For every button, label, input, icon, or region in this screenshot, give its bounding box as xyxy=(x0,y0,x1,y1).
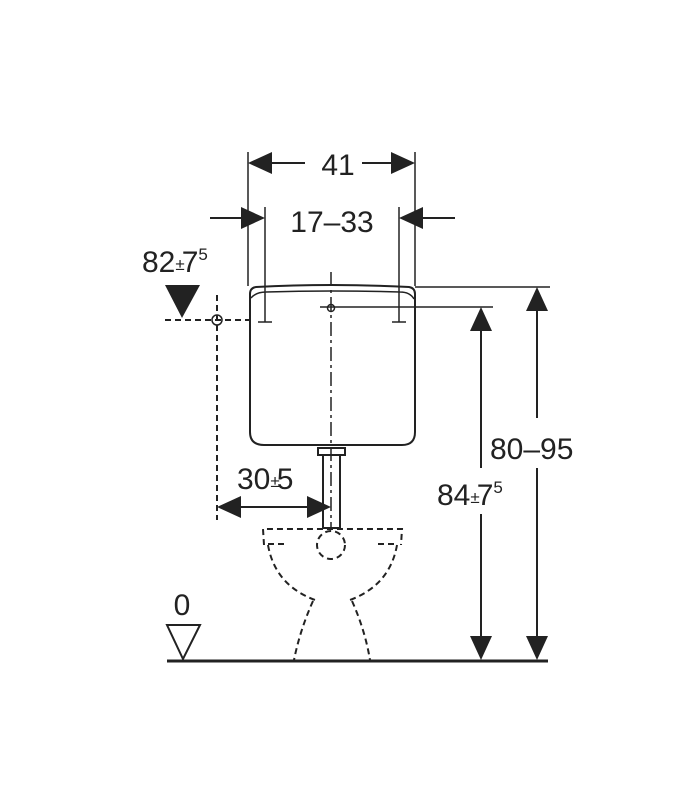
svg-text:30±5: 30±5 xyxy=(237,463,293,496)
dimension-connection-range: 17–33 xyxy=(210,206,455,322)
flush-height-base: 84 xyxy=(437,479,470,512)
svg-text:82±75: 82±75 xyxy=(142,245,208,279)
floor-level-label: 0 xyxy=(174,589,191,622)
inlet-height-marker: 82±75 xyxy=(142,245,250,520)
cistern-tank xyxy=(249,272,550,530)
dimension-total-height: 80–95 xyxy=(490,287,573,660)
total-height-label: 80–95 xyxy=(490,433,573,466)
svg-text:84±75: 84±75 xyxy=(437,478,503,512)
inlet-height-base: 82 xyxy=(142,246,175,279)
dimension-outlet-offset: 30±5 xyxy=(217,463,331,518)
dimension-overall-width: 41 xyxy=(247,149,416,286)
connection-range-label: 17–33 xyxy=(290,206,373,239)
toilet-bowl-outline xyxy=(261,528,404,661)
outlet-offset-base: 30 xyxy=(237,463,270,496)
overall-width-label: 41 xyxy=(321,149,354,182)
floor-datum: 0 xyxy=(165,589,202,662)
dimension-flush-height: 84±75 xyxy=(437,307,503,660)
